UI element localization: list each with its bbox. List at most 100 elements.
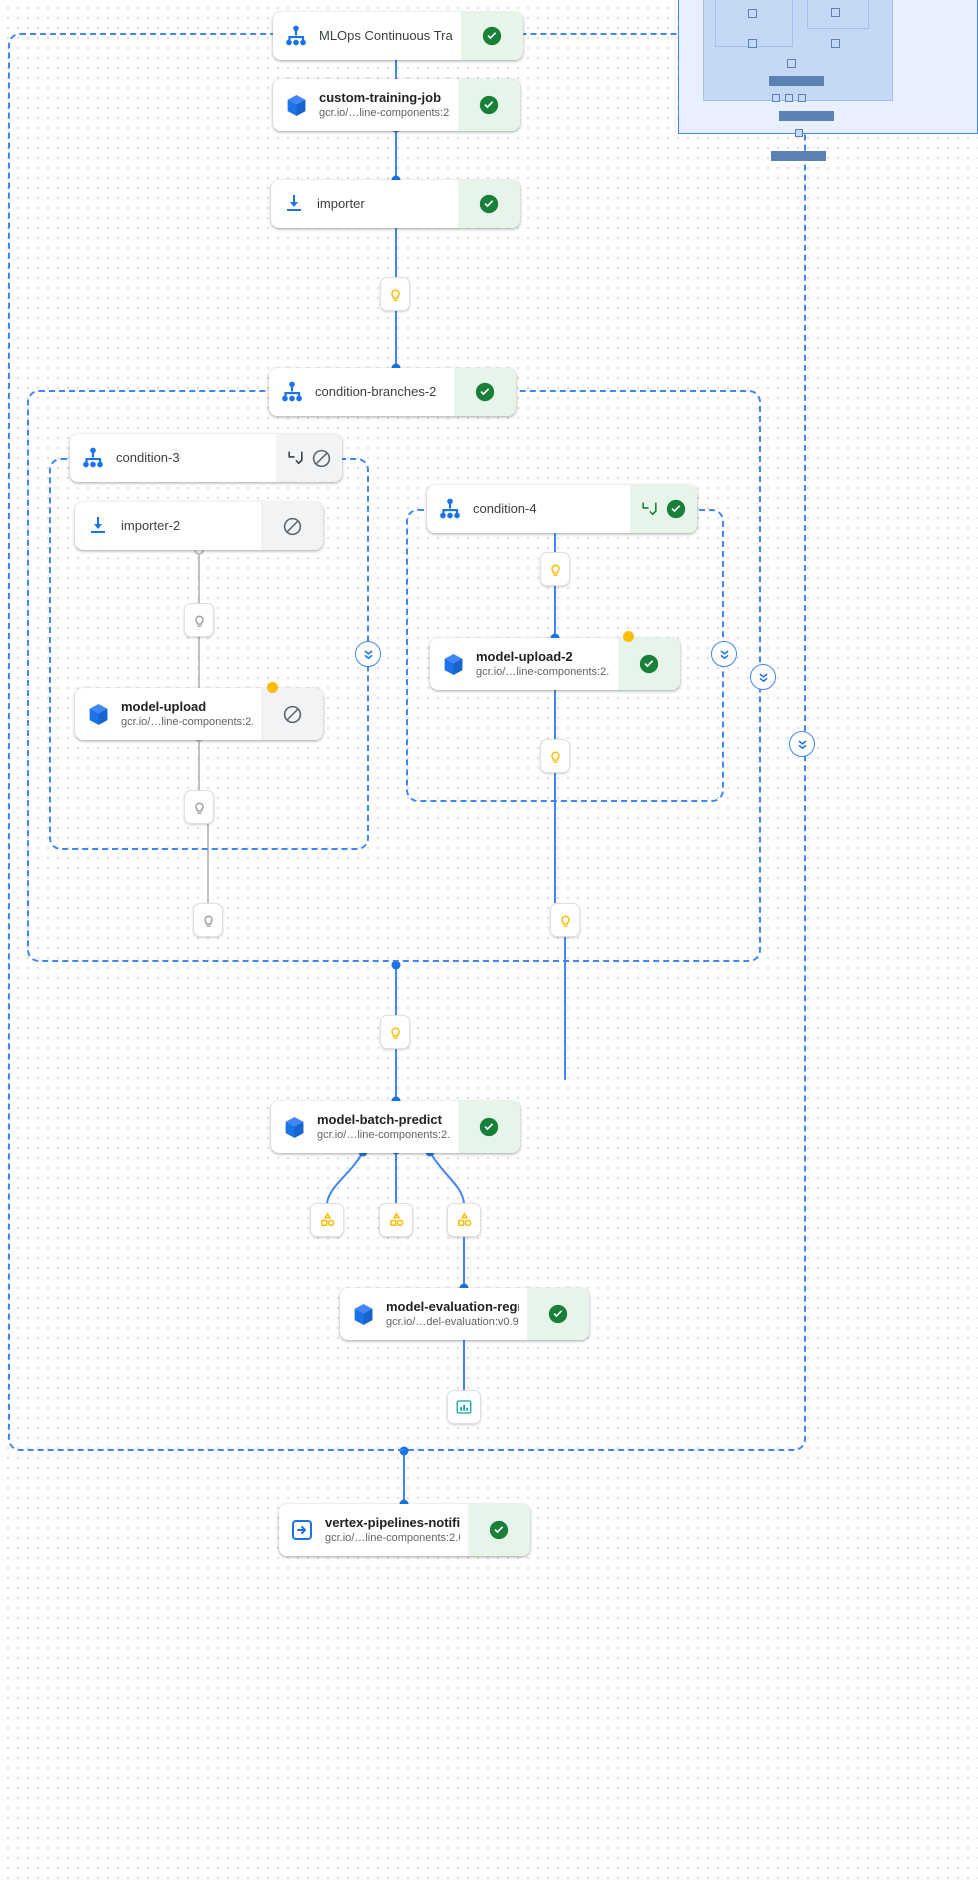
node-text: model-evaluation-regres… gcr.io/…del-eva… xyxy=(386,1288,527,1340)
node-text: vertex-pipelines-notificat… gcr.io/…line… xyxy=(325,1504,468,1556)
artifact-cond4-down[interactable] xyxy=(550,903,580,937)
node-text: importer-2 xyxy=(121,502,261,550)
node-importer[interactable]: importer xyxy=(271,180,520,228)
node-subtitle: gcr.io/…del-evaluation:v0.9.3 xyxy=(386,1316,519,1328)
container-icon xyxy=(271,1101,317,1153)
lightbulb-icon xyxy=(550,751,560,763)
lightbulb-icon xyxy=(390,289,400,301)
node-subtitle: gcr.io/…line-components:2.6.0 xyxy=(476,666,610,678)
status-badge-skipped[interactable] xyxy=(261,688,323,740)
exit-icon xyxy=(279,1504,325,1556)
node-title: condition-3 xyxy=(116,450,180,465)
container-icon xyxy=(273,79,319,131)
node-title: MLOps Continuous Traini… xyxy=(319,28,453,43)
node-text: model-upload gcr.io/…line-components:2.6… xyxy=(121,688,261,740)
node-mlops-root[interactable]: MLOps Continuous Traini… xyxy=(273,12,523,60)
pipeline-icon xyxy=(70,434,116,482)
pipeline-icon xyxy=(269,368,315,416)
status-badge-succeeded[interactable] xyxy=(468,1504,530,1556)
collapse-branches[interactable] xyxy=(750,664,776,690)
skipped-icon xyxy=(312,449,331,467)
node-importer-2[interactable]: importer-2 xyxy=(75,502,323,550)
artifact-cond4-in[interactable] xyxy=(540,552,570,586)
cached-indicator-model-upload xyxy=(267,682,278,693)
artifact-model-upload2-out[interactable] xyxy=(540,739,570,773)
status-badge-succeeded[interactable] xyxy=(458,1101,520,1153)
artifact-cond3-out[interactable] xyxy=(193,903,223,937)
artifact-batch-ds-2[interactable] xyxy=(379,1203,413,1237)
node-condition-4[interactable]: condition-4 xyxy=(427,485,697,533)
check-circle-icon xyxy=(479,1117,499,1137)
chevron-collapse-icon xyxy=(720,650,728,659)
collapse-condition-3[interactable] xyxy=(355,641,381,667)
node-model-upload-2[interactable]: model-upload-2 gcr.io/…line-components:2… xyxy=(430,638,680,690)
node-text: custom-training-job gcr.io/…line-compone… xyxy=(319,79,458,131)
collapse-subgraph-icon xyxy=(288,450,303,464)
node-title: condition-4 xyxy=(473,501,537,516)
status-badge-succeeded[interactable] xyxy=(461,12,523,60)
check-circle-icon xyxy=(475,382,495,402)
import-icon xyxy=(75,502,121,550)
artifact-model-upload-out[interactable] xyxy=(184,790,214,824)
status-badge-succeeded[interactable] xyxy=(527,1288,589,1340)
node-text: condition-4 xyxy=(473,485,630,533)
pipeline-icon xyxy=(427,485,473,533)
dataset-icon xyxy=(457,1211,471,1226)
artifact-eval-metrics[interactable] xyxy=(447,1390,481,1424)
artifact-branches-out[interactable] xyxy=(380,1015,410,1049)
node-text: MLOps Continuous Traini… xyxy=(319,12,461,60)
status-badge-succeeded[interactable] xyxy=(458,180,520,228)
collapse-condition-4[interactable] xyxy=(711,641,737,667)
artifact-importer-out[interactable] xyxy=(380,277,410,311)
container-icon xyxy=(340,1288,386,1340)
artifact-importer2-out[interactable] xyxy=(184,603,214,637)
node-text: model-upload-2 gcr.io/…line-components:2… xyxy=(476,638,618,690)
node-vertex-notification[interactable]: vertex-pipelines-notificat… gcr.io/…line… xyxy=(279,1504,530,1556)
graph-minimap[interactable] xyxy=(678,0,978,161)
cached-indicator-model-upload-2 xyxy=(623,631,634,642)
status-badge-succeeded[interactable] xyxy=(458,79,520,131)
lightbulb-icon xyxy=(203,915,213,927)
chevron-collapse-icon xyxy=(364,650,372,659)
node-title: importer-2 xyxy=(121,518,181,533)
artifact-batch-ds-3[interactable] xyxy=(447,1203,481,1237)
node-title: model-upload-2 xyxy=(476,649,573,664)
check-circle-icon xyxy=(666,499,686,519)
status-area[interactable] xyxy=(630,485,697,533)
node-condition-branches-2[interactable]: condition-branches-2 xyxy=(269,368,516,416)
node-subtitle: gcr.io/…line-components:2.6.0 xyxy=(319,107,450,119)
dataset-icon xyxy=(320,1211,334,1226)
import-icon xyxy=(271,180,317,228)
node-title: condition-branches-2 xyxy=(315,384,437,399)
lightbulb-icon xyxy=(194,615,204,627)
status-badge-succeeded[interactable] xyxy=(454,368,516,416)
node-model-evaluation[interactable]: model-evaluation-regres… gcr.io/…del-eva… xyxy=(340,1288,589,1340)
check-circle-icon xyxy=(479,95,499,115)
artifact-batch-ds-1[interactable] xyxy=(310,1203,344,1237)
collapse-root[interactable] xyxy=(789,731,815,757)
lightbulb-icon xyxy=(194,802,204,814)
node-model-batch-predict[interactable]: model-batch-predict gcr.io/…line-compone… xyxy=(271,1101,520,1153)
container-icon xyxy=(430,638,476,690)
chevron-collapse-icon xyxy=(798,740,806,749)
node-text: condition-branches-2 xyxy=(315,368,454,416)
lightbulb-icon xyxy=(560,915,570,927)
node-text: model-batch-predict gcr.io/…line-compone… xyxy=(317,1101,458,1153)
node-condition-3[interactable]: condition-3 xyxy=(70,434,342,482)
node-custom-training-job[interactable]: custom-training-job gcr.io/…line-compone… xyxy=(273,79,520,131)
status-badge-skipped[interactable] xyxy=(261,502,323,550)
status-area[interactable] xyxy=(276,434,342,482)
lightbulb-icon xyxy=(550,564,560,576)
node-model-upload[interactable]: model-upload gcr.io/…line-components:2.6… xyxy=(75,688,323,740)
check-circle-icon xyxy=(489,1520,509,1540)
check-circle-icon xyxy=(639,654,659,674)
check-circle-icon xyxy=(548,1304,568,1324)
node-subtitle: gcr.io/…line-components:2.6.0 xyxy=(325,1532,460,1544)
node-text: importer xyxy=(317,180,458,228)
skipped-icon xyxy=(283,705,301,723)
node-title: model-upload xyxy=(121,699,207,714)
status-badge-succeeded[interactable] xyxy=(618,638,680,690)
node-title: vertex-pipelines-notificat… xyxy=(325,1515,460,1530)
